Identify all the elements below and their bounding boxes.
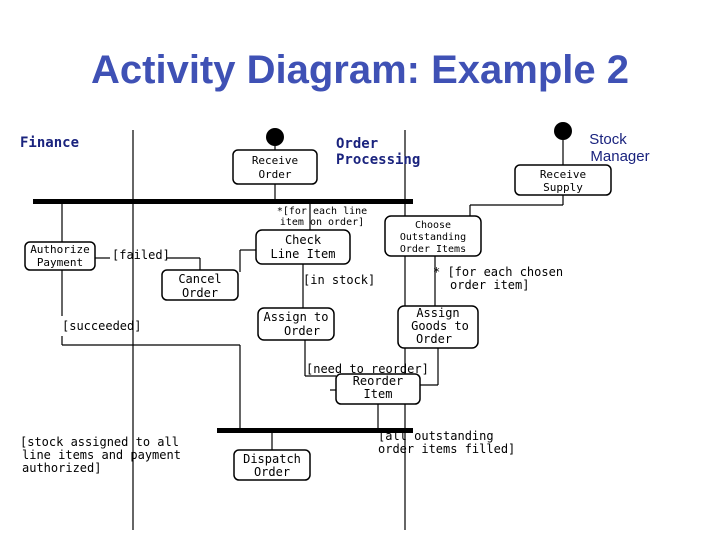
check-line-item-label-2: Line Item	[270, 247, 335, 261]
assign-goods-label-2: Goods to	[411, 319, 469, 333]
lane-finance: Finance	[20, 135, 79, 151]
page-title: Activity Diagram: Example 2	[91, 48, 629, 92]
guard-stock-assigned-1: [stock assigned to all	[20, 435, 179, 449]
guard-for-each-chosen-2: order item]	[450, 278, 529, 292]
cancel-order-label-2: Order	[182, 286, 218, 300]
choose-outstanding-label-3: Order Items	[400, 244, 466, 255]
fork-bar	[33, 199, 413, 204]
assign-to-order-label-2: Order	[284, 324, 320, 338]
receive-supply-label-1: Receive	[540, 168, 586, 181]
lane-stock-manager-line1: Stock	[589, 131, 627, 148]
receive-supply-label-2: Supply	[543, 181, 583, 194]
assign-to-order-label-1: Assign to	[263, 310, 328, 324]
guard-for-each-line-1: *[for each line	[277, 206, 367, 217]
check-line-item-label-1: Check	[285, 233, 322, 247]
join-bar	[217, 428, 413, 433]
activity-dispatch-order	[233, 449, 311, 481]
assign-goods-label-3: Order	[416, 332, 452, 346]
lane-order-processing-line1: Order	[336, 136, 378, 152]
receive-order-label-1: Receive	[252, 154, 298, 167]
lane-order-processing-line2: Processing	[336, 152, 420, 168]
guard-all-outstanding-2: order items filled]	[378, 442, 515, 456]
activity-choose-outstanding	[384, 215, 482, 257]
guard-succeeded: [succeeded]	[62, 319, 141, 333]
receive-order-label-2: Order	[258, 168, 291, 181]
cancel-order-label-1: Cancel	[178, 272, 221, 286]
choose-outstanding-label-1: Choose	[415, 220, 451, 231]
guard-failed: [failed]	[112, 248, 170, 262]
lane-stock-manager-line2: Manager	[590, 148, 649, 165]
reorder-item-label-1: Reorder	[353, 374, 404, 388]
guard-stock-assigned-3: authorized]	[22, 461, 101, 475]
guard-need-to-reorder: [need to reorder]	[306, 362, 429, 376]
guard-in-stock: [in stock]	[303, 273, 375, 287]
start-node-stock	[554, 122, 572, 140]
dispatch-order-label-2: Order	[254, 465, 290, 479]
activity-authorize-payment	[24, 241, 96, 271]
guard-for-each-chosen-1: * [for each chosen	[433, 265, 563, 279]
authorize-payment-label-1: Authorize	[30, 243, 90, 256]
authorize-payment-label-2: Payment	[37, 256, 83, 269]
assign-goods-label-1: Assign	[416, 306, 459, 320]
dispatch-order-label-1: Dispatch	[243, 452, 301, 466]
activity-assign-to-order	[257, 307, 335, 341]
choose-outstanding-label-2: Outstanding	[400, 232, 466, 243]
guard-for-each-line-2: item on order]	[280, 217, 364, 228]
guard-all-outstanding-1: [all outstanding	[378, 429, 494, 443]
start-node-order	[266, 128, 284, 146]
reorder-item-label-2: Item	[364, 387, 393, 401]
guard-stock-assigned-2: line items and payment	[22, 448, 181, 462]
activity-cancel-order	[161, 269, 239, 301]
